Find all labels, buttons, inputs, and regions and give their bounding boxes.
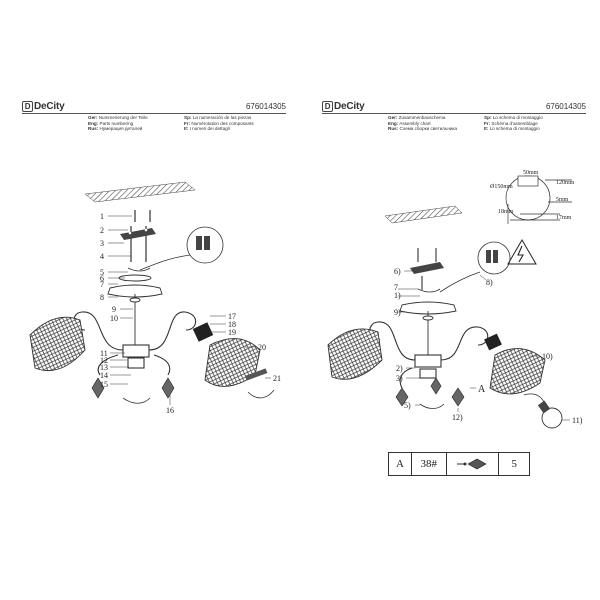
title-block: Ger: Zusammenbauschema Sp: Lo schema di … — [388, 115, 588, 132]
brand-name: DeCity — [34, 101, 65, 112]
page-parts-numbering: D DeCity 676014305 Ger: Nummerierung der… — [22, 101, 288, 132]
product-code: 676014305 — [245, 102, 286, 111]
right-shade-right — [484, 333, 546, 395]
right-dimension-sketch — [505, 175, 572, 224]
left-canopy — [107, 274, 163, 345]
left-mounting-bar — [120, 228, 156, 240]
callout-14: 14 — [100, 371, 108, 380]
brand-logo: D DeCity — [322, 101, 365, 112]
callout-2: 2) — [396, 364, 403, 373]
title-row: Ger: Nummerierung der Teile Sp: La numer… — [88, 115, 252, 120]
callout-1: 1 — [100, 212, 104, 221]
product-code: 676014305 — [545, 102, 586, 111]
callout-13: 13 — [100, 363, 108, 372]
callout-6: 6) — [394, 267, 401, 276]
title-row: Rus: Нумерация деталей It: I numeri dei … — [88, 126, 230, 132]
title-row: Eng: Assembly chart Fr: Schéma d'assembl… — [388, 120, 538, 126]
right-terminal-block — [439, 241, 511, 293]
callout-11: 11 — [100, 349, 108, 358]
callout-17: 17 — [228, 312, 236, 321]
dim-17mm: 17mm — [556, 215, 572, 221]
page-assembly-chart: D DeCity 676014305 Ger: Zusammenbauschem… — [300, 0, 600, 600]
crystal-icon — [457, 458, 488, 470]
callout-6: 6 — [100, 274, 104, 283]
left-rotation-arrows — [122, 267, 151, 404]
left-crystals — [91, 377, 175, 399]
left-callout-numbers: 1 2 3 4 5 6 7 8 9 10 11 12 13 14 15 16 1… — [100, 212, 281, 415]
callout-9: 9) — [394, 308, 401, 317]
callout-4: 4 — [100, 252, 104, 261]
dim-18mm: 18mm — [498, 209, 514, 215]
right-dimension-labels: 50mm Ø150mm 120mm 5mm 18mm 17mm — [490, 170, 575, 221]
dim-50mm: 50mm — [523, 170, 539, 176]
right-canopy — [399, 301, 457, 355]
left-ceiling — [84, 181, 196, 203]
right-callout-numbers: 6) 7 1) 9) 8) 2) 3) 5) 12) A 10) 11) — [394, 267, 583, 425]
dim-5mm: 5mm — [556, 197, 569, 203]
brand-mark-icon: D — [22, 101, 33, 112]
callout-3: 3) — [396, 374, 403, 383]
callout-11: 11) — [572, 416, 583, 425]
left-terminal-block — [139, 226, 224, 271]
parts-table: A 38# 5 — [388, 452, 530, 476]
callout-5: 5 — [100, 268, 104, 277]
title-block: Ger: Nummerierung der Teile Sp: La numer… — [88, 115, 288, 132]
callout-5: 5) — [404, 401, 411, 410]
callout-7: 7 — [394, 283, 398, 292]
left-shade-wicker-right — [192, 322, 261, 387]
header-divider — [22, 113, 286, 114]
title-row: Eng: Parts numbering Fr: Numérotation de… — [88, 120, 254, 126]
callout-15: 15 — [100, 380, 108, 389]
callout-16: 16 — [166, 406, 174, 415]
callout-19: 19 — [228, 328, 236, 337]
parts-table-crystal-cell — [447, 453, 500, 475]
right-chandelier-body — [369, 321, 489, 389]
callout-20: 20 — [258, 343, 266, 352]
right-bulb-icon — [523, 393, 563, 429]
callout-3: 3 — [100, 239, 104, 248]
left-callout-leaders — [108, 215, 271, 405]
right-ceiling — [384, 205, 463, 224]
parts-table-count: 38# — [412, 453, 447, 475]
header-divider — [322, 113, 586, 114]
right-screws-bar — [410, 248, 444, 290]
left-bulb — [244, 368, 275, 399]
parts-table-qty: 5 — [511, 458, 517, 470]
title-row: Ger: Zusammenbauschema Sp: Lo schema di … — [388, 115, 543, 120]
callout-A: A — [478, 384, 486, 395]
callout-7: 7 — [100, 280, 104, 289]
right-shade-left — [327, 328, 383, 380]
brand-logo: D DeCity — [22, 101, 65, 112]
left-shade-wicker — [29, 316, 86, 372]
callout-10: 10) — [542, 352, 553, 361]
callout-18: 18 — [228, 320, 236, 329]
dim-diameter-150mm: Ø150mm — [490, 184, 513, 190]
callout-1: 1) — [394, 291, 401, 300]
callout-8: 8) — [486, 278, 493, 287]
right-rotation-arrows — [417, 288, 445, 409]
brand-name: DeCity — [334, 101, 365, 112]
warning-triangle-icon — [507, 239, 537, 265]
callout-12: 12 — [100, 356, 108, 365]
callout-12: 12) — [452, 413, 463, 422]
callout-2: 2 — [100, 226, 104, 235]
title-row: Rus: Схема сборки светильника It: Lo sch… — [388, 126, 540, 132]
callout-21: 21 — [273, 374, 281, 383]
callout-10: 10 — [110, 314, 118, 323]
dim-120mm: 120mm — [556, 180, 575, 186]
parts-table-label: A — [389, 453, 412, 475]
callout-9: 9 — [112, 305, 116, 314]
callout-8: 8 — [100, 293, 104, 302]
brand-mark-icon: D — [322, 101, 333, 112]
right-callout-leaders — [398, 270, 570, 421]
right-crystals — [395, 377, 465, 407]
